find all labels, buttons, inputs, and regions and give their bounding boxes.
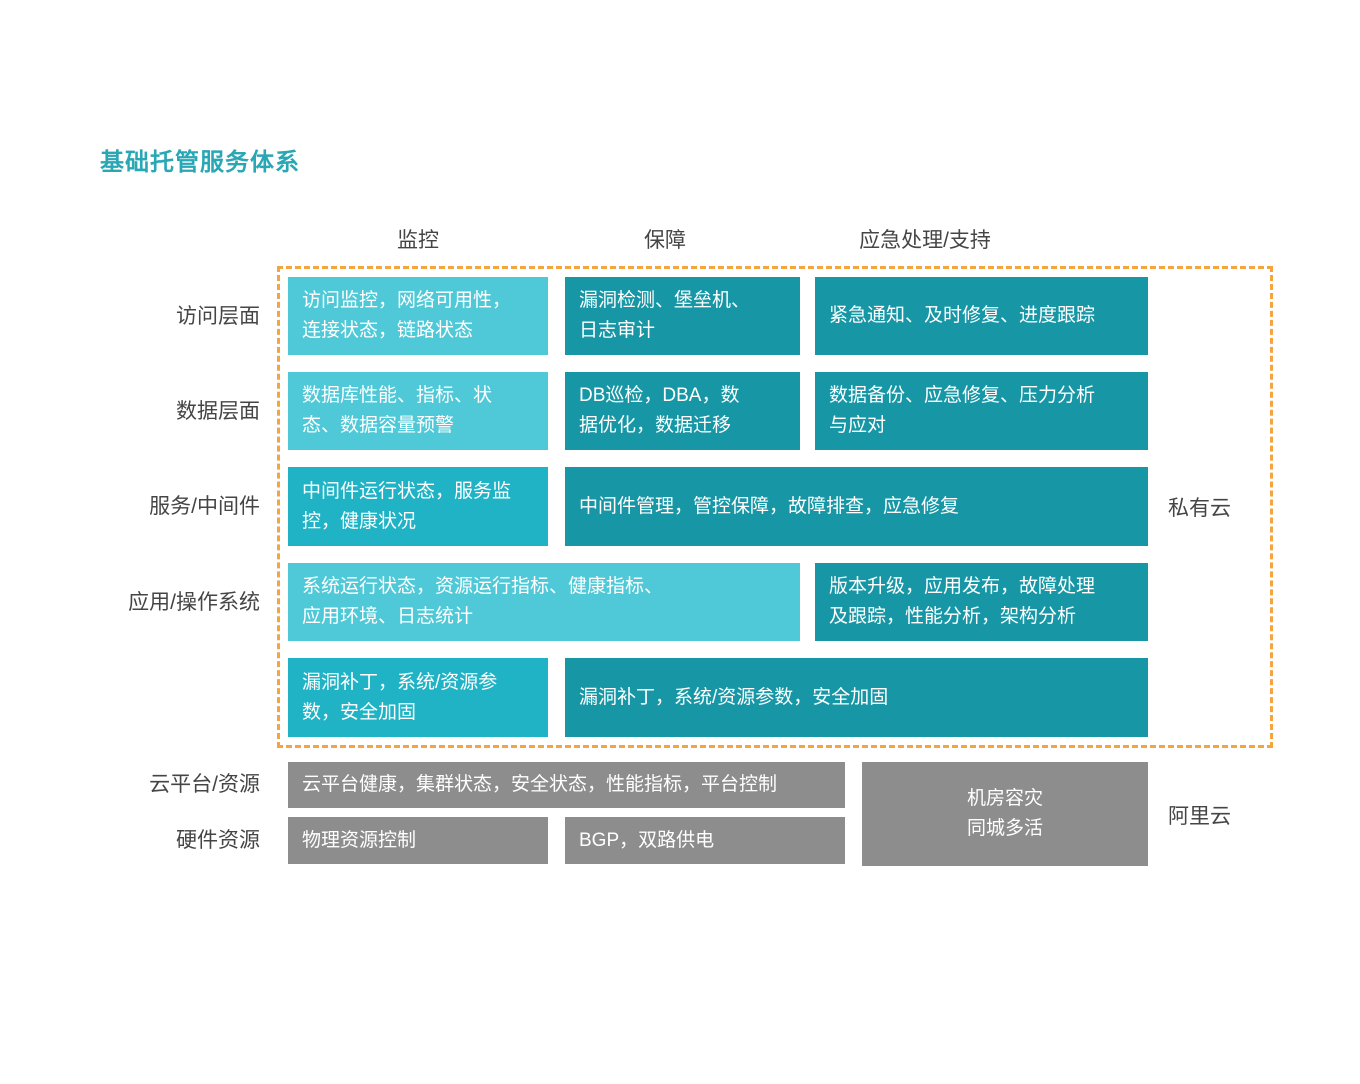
cell-access-guarantee: 漏洞检测、堡垒机、 日志审计 <box>565 277 800 355</box>
private-cloud-dashed-boundary <box>277 266 1273 748</box>
row-label-hardware: 硬件资源 <box>176 829 260 852</box>
column-header-monitoring: 监控 <box>397 229 439 252</box>
row-label-cloud-platform: 云平台/资源 <box>149 773 260 796</box>
cell-idc-disaster-recovery: 机房容灾 同城多活 <box>862 762 1148 866</box>
cell-data-emergency: 数据备份、应急修复、压力分析 与应对 <box>815 372 1148 450</box>
row-label-access: 访问层面 <box>176 305 260 328</box>
row-label-data: 数据层面 <box>176 400 260 423</box>
row-label-service-middleware: 服务/中间件 <box>149 495 260 518</box>
cell-middleware-guarantee-emergency: 中间件管理，管控保障，故障排查，应急修复 <box>565 467 1148 546</box>
cell-patch-guarantee-emergency: 漏洞补丁，系统/资源参数，安全加固 <box>565 658 1148 737</box>
cell-access-emergency: 紧急通知、及时修复、进度跟踪 <box>815 277 1148 355</box>
zone-label-private-cloud: 私有云 <box>1168 497 1231 520</box>
cell-physical-control: 物理资源控制 <box>288 817 548 864</box>
column-header-emergency: 应急处理/支持 <box>859 229 991 252</box>
cell-platform-health: 云平台健康，集群状态，安全状态，性能指标，平台控制 <box>288 762 845 808</box>
cell-data-guarantee: DB巡检，DBA，数 据优化，数据迁移 <box>565 372 800 450</box>
cell-access-monitoring: 访问监控，网络可用性， 连接状态，链路状态 <box>288 277 548 355</box>
cell-patch-monitoring: 漏洞补丁，系统/资源参 数，安全加固 <box>288 658 548 737</box>
cell-middleware-monitoring: 中间件运行状态，服务监 控，健康状况 <box>288 467 548 546</box>
diagram-title: 基础托管服务体系 <box>100 149 300 176</box>
cell-bgp-power: BGP，双路供电 <box>565 817 845 864</box>
zone-label-alicloud: 阿里云 <box>1168 805 1231 828</box>
row-label-app-os: 应用/操作系统 <box>128 591 260 614</box>
column-header-guarantee: 保障 <box>644 229 686 252</box>
cell-app-monitoring-guarantee: 系统运行状态，资源运行指标、健康指标、 应用环境、日志统计 <box>288 563 800 641</box>
cell-data-monitoring: 数据库性能、指标、状 态、数据容量预警 <box>288 372 548 450</box>
cell-app-emergency: 版本升级，应用发布，故障处理 及跟踪，性能分析，架构分析 <box>815 563 1148 641</box>
